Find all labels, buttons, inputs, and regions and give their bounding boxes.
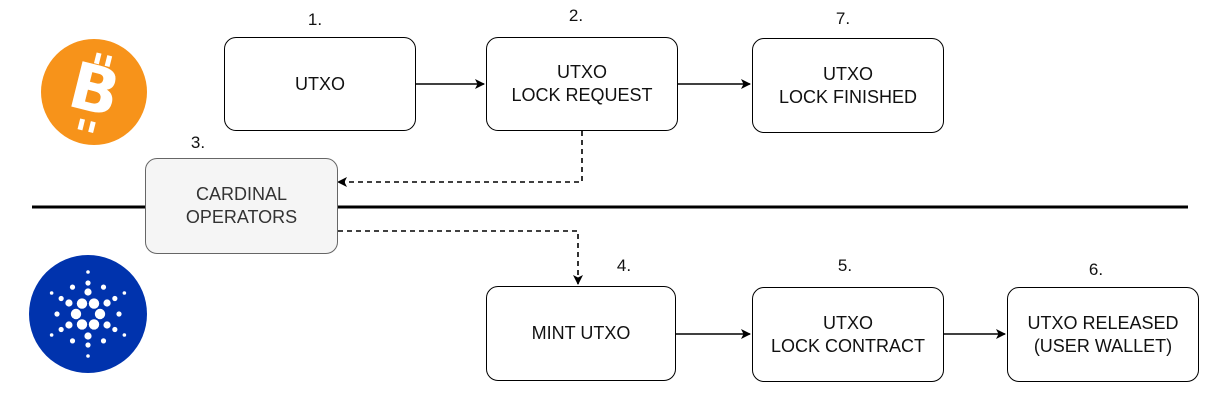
cardano-dot [122,291,127,295]
cardano-logo-icon [29,255,147,373]
cardano-dot [103,299,111,307]
step-box-utxo-released: UTXO RELEASED (USER WALLET) [1007,287,1199,382]
step-box-lock-request-line-2: LOCK REQUEST [511,85,653,105]
cardano-dot [70,308,82,320]
cardano-dot [85,280,91,286]
step-box-lock-finished-line-2: LOCK FINISHED [778,86,918,107]
dashed-arrow-lock-request-to-operators [337,131,583,187]
step-number-4: 4. [616,256,632,275]
step-box-utxo-released-line-2: (USER WALLET) [1033,335,1173,356]
cardano-dot [112,295,118,302]
cardano-dot [69,338,76,344]
cardano-dot [86,270,90,274]
step-number-7: 7. [835,9,851,28]
cardano-logo-dots [49,270,127,358]
cardano-logo-circle [29,255,147,373]
step-box-utxo: UTXO [224,37,416,131]
cardano-dot [69,284,76,290]
cardano-dot [122,333,127,337]
cardano-dot [116,311,122,317]
bitcoin-logo-tick-bottom-left [77,118,86,131]
step-box-lock-finished: UTXO LOCK FINISHED [752,38,944,133]
cardano-dot [94,308,106,320]
cardano-dot [85,342,91,348]
step-box-operators-line-1: CARDINAL [195,184,288,204]
cardano-dot [76,319,88,330]
bitcoin-logo-icon: B [41,39,147,145]
cardano-dot [65,321,73,329]
step-box-lock-contract-line-2: LOCK CONTRACT [770,335,925,356]
cardano-dot [100,338,107,344]
cardano-dot [100,284,107,290]
cardano-dot [88,319,100,330]
cardano-dot [58,295,64,302]
dashed-arrow-operators-to-mint [338,230,583,285]
cardano-dot [86,354,90,358]
step-number-6: 6. [1088,260,1104,279]
step-number-5: 5. [837,256,853,275]
step-box-mint-utxo-line-1: MINT UTXO [531,323,631,343]
cardano-dot [112,326,118,333]
cardano-dot [84,288,92,296]
step-box-lock-request: UTXO LOCK REQUEST [486,37,678,131]
step-box-utxo-released-line-1: UTXO RELEASED [1027,312,1179,333]
cardano-dot [58,326,64,333]
cardano-dot [103,321,111,329]
cardano-dot [84,332,92,340]
cardano-dot [54,311,60,317]
step-box-lock-finished-line-1: UTXO [822,63,873,84]
bitcoin-logo-tick-top-right [104,55,113,68]
step-box-lock-contract: UTXO LOCK CONTRACT [752,287,944,382]
step-box-cardinal-operators: CARDINAL OPERATORS [145,158,338,254]
cardano-dot [49,333,54,337]
step-number-1: 1. [307,10,323,29]
step-box-operators-line-2: OPERATORS [185,207,298,227]
step-number-2: 2. [568,6,584,25]
cardano-dot [76,298,88,309]
step-box-lock-contract-line-1: UTXO [822,312,873,333]
step-box-utxo-line-1: UTXO [294,73,345,94]
step-box-lock-request-line-1: UTXO [556,62,607,82]
bitcoin-logo-tick-bottom-right [88,121,96,133]
step-box-mint-utxo: MINT UTXO [486,286,676,381]
bitcoin-logo-tick-top-left [93,52,102,65]
step-number-3: 3. [190,133,206,152]
cardano-dot [88,298,100,309]
cardano-dot [49,291,54,295]
cardano-dot [65,299,73,307]
bitcoin-logo-circle [41,39,147,145]
